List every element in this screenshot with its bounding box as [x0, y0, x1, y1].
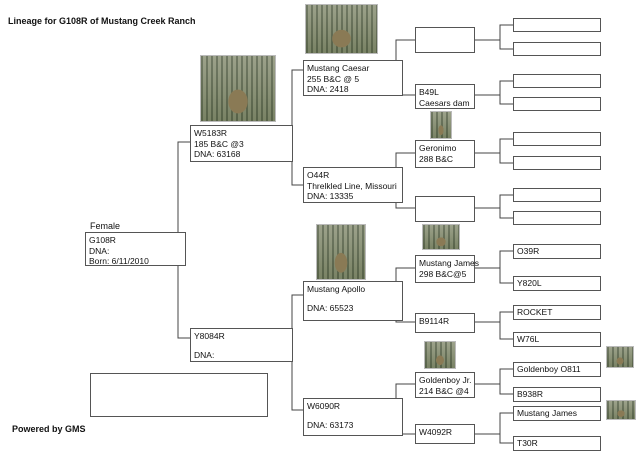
powered-by-label: Powered by GMS	[12, 424, 86, 434]
mustang-james-name: Mustang James	[419, 258, 479, 268]
gen4-o39r[interactable]: O39R	[513, 244, 601, 259]
sire-dam-name: O44R	[307, 170, 330, 180]
gen4-b938r-label: B938R	[517, 389, 543, 399]
gen4-o39r-label: O39R	[517, 246, 540, 256]
sire-sire-dna: DNA: 2418	[307, 84, 349, 94]
sire-sire-name: Mustang Caesar	[307, 63, 370, 73]
mustang-apollo-photo	[316, 224, 366, 280]
gen4-box-3[interactable]	[513, 74, 601, 88]
sire-dam-dna: DNA: 13335	[307, 191, 354, 201]
gen4-box-2[interactable]	[513, 42, 601, 56]
gen4-t30r-label: T30R	[517, 438, 538, 448]
gen4-w76l-label: W76L	[517, 334, 540, 344]
gen4-y820l[interactable]: Y820L	[513, 276, 601, 291]
gen4-box-1[interactable]	[513, 18, 601, 32]
subject-name: G108R	[89, 235, 116, 245]
gen4-rocket-label: ROCKET	[517, 307, 553, 317]
geronimo-photo	[430, 111, 452, 139]
goldenboy-jr-photo	[424, 341, 456, 369]
gen4-goldenboy-o811-label: Goldenboy O811	[517, 364, 581, 374]
dam-dam-card[interactable]: W6090R DNA: 63173	[303, 398, 403, 436]
sire-dna: DNA: 63168	[194, 149, 241, 159]
page-title: Lineage for G108R of Mustang Creek Ranch	[8, 16, 196, 26]
dam-sire-name: Mustang Apollo	[307, 284, 366, 294]
gen4-box-6[interactable]	[513, 156, 601, 170]
gen4-t30r[interactable]: T30R	[513, 436, 601, 451]
geronimo-name: Geronimo	[419, 143, 457, 153]
goldenboy-jr-score: 214 B&C @4	[419, 385, 469, 396]
gen4-mustang-james[interactable]: Mustang James	[513, 406, 601, 421]
dam-sire-card[interactable]: Mustang Apollo DNA: 65523	[303, 281, 403, 321]
subject-heading: Female	[90, 221, 121, 231]
gen4-b938r[interactable]: B938R	[513, 387, 601, 402]
gen4-rocket[interactable]: ROCKET	[513, 305, 601, 320]
sire-sire-dam-card[interactable]: B49L Caesars dam	[415, 84, 475, 109]
sire-dam-dam-card[interactable]	[415, 196, 475, 222]
goldenboy-o811-photo	[606, 346, 634, 368]
mustang-james-score: 298 B&C@5	[419, 268, 467, 279]
subject-dna: DNA:	[89, 245, 110, 256]
w4092r-name: W4092R	[419, 427, 453, 437]
gen4-mustang-james-label: Mustang James	[517, 408, 577, 418]
gen4-box-7[interactable]	[513, 188, 601, 202]
subject-card[interactable]: G108R DNA: Born: 6/11/2010	[85, 232, 186, 266]
dam-dam-name: W6090R	[307, 401, 341, 411]
subject-born: Born: 6/11/2010	[89, 256, 149, 266]
dam-dam-dna: DNA: 63173	[307, 419, 354, 430]
gen4-goldenboy-o811[interactable]: Goldenboy O811	[513, 362, 601, 377]
gen4-box-5[interactable]	[513, 132, 601, 146]
dam-card[interactable]: Y8084R DNA:	[190, 328, 293, 362]
sire-sire-sire-card[interactable]	[415, 27, 475, 53]
gen4-y820l-label: Y820L	[517, 278, 542, 288]
goldenboy-jr-name: Goldenboy Jr.	[419, 375, 472, 385]
sire-score: 185 B&C @3	[194, 138, 244, 149]
sire-card[interactable]: W5183R 185 B&C @3 DNA: 63168	[190, 125, 293, 162]
sire-dam-line: Threlkled Line, Missouri	[307, 180, 397, 191]
gen4-box-8[interactable]	[513, 211, 601, 225]
mustang-james-small-photo	[606, 400, 636, 420]
dam-sire-dna: DNA: 65523	[307, 302, 354, 313]
notes-box	[90, 373, 268, 417]
b9114r-name: B9114R	[419, 316, 450, 326]
dam-dam-dam-card[interactable]: W4092R	[415, 424, 475, 444]
sire-sire-card[interactable]: Mustang Caesar 255 B&C @ 5 DNA: 2418	[303, 60, 403, 96]
b49l-name: B49L	[419, 87, 439, 97]
mustang-james-photo	[422, 224, 460, 250]
dam-sire-sire-card[interactable]: Mustang James 298 B&C@5	[415, 255, 479, 283]
dam-sire-dam-card[interactable]: B9114R	[415, 313, 475, 333]
geronimo-score: 288 B&C	[419, 153, 454, 164]
sire-photo	[200, 55, 276, 122]
sire-sire-score: 255 B&C @ 5	[307, 73, 360, 84]
gen4-w76l[interactable]: W76L	[513, 332, 601, 347]
sire-dam-sire-card[interactable]: Geronimo 288 B&C	[415, 140, 475, 168]
sire-name: W5183R	[194, 128, 228, 138]
dam-name: Y8084R	[194, 331, 225, 341]
mustang-caesar-photo	[305, 4, 378, 54]
dam-dam-sire-card[interactable]: Goldenboy Jr. 214 B&C @4	[415, 372, 475, 398]
sire-dam-card[interactable]: O44R Threlkled Line, Missouri DNA: 13335	[303, 167, 403, 203]
gen4-box-4[interactable]	[513, 97, 601, 111]
b49l-note: Caesars dam	[419, 97, 470, 108]
dam-dna: DNA:	[194, 349, 215, 360]
